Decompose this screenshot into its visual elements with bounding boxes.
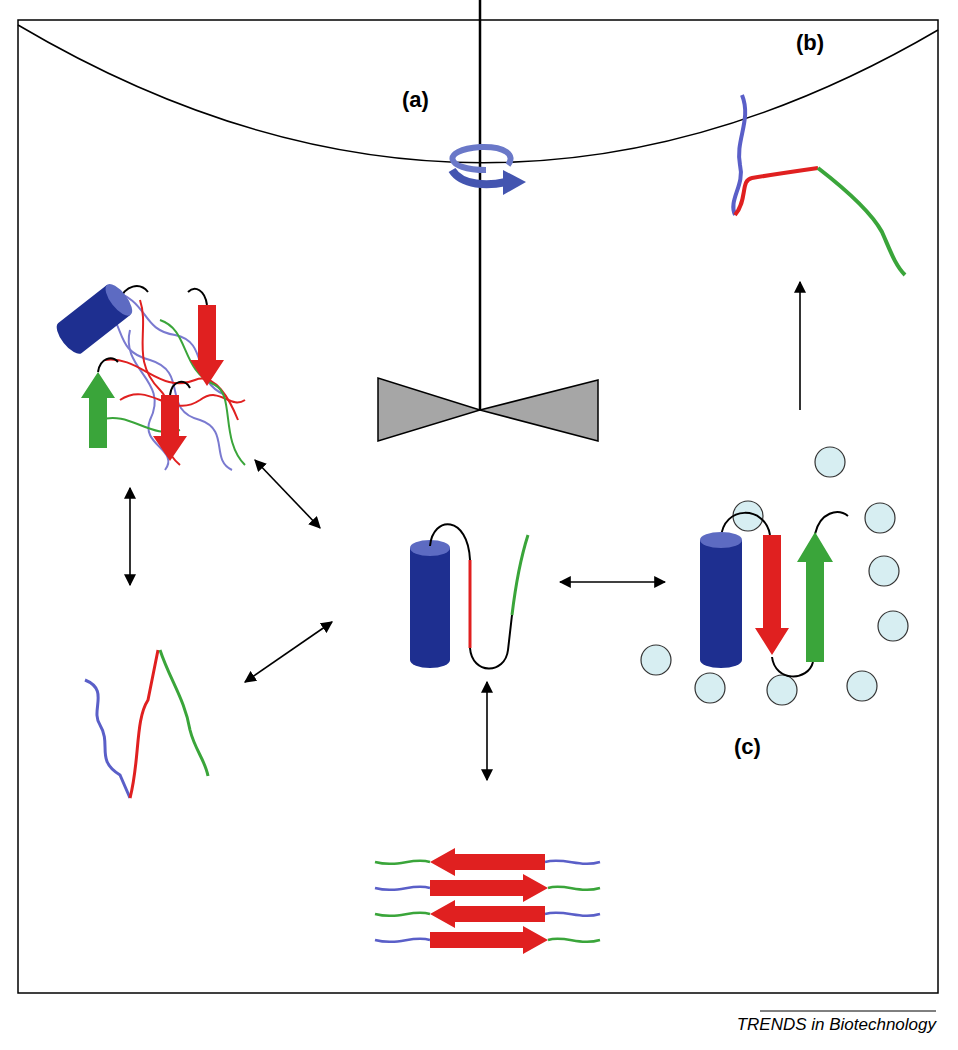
transition-arrows-part (799, 282, 801, 410)
amyloid-fibril-part (375, 887, 430, 890)
panel-letter: (a) (402, 87, 429, 112)
partially-folded-intermediate-part (469, 560, 472, 648)
chaperone-complex-part (869, 556, 899, 586)
liquid-surface (18, 25, 938, 163)
amyloid-fibril-part (430, 900, 545, 928)
impeller-part (378, 378, 480, 441)
aggregate-part (170, 382, 190, 395)
amyloid-fibril-part (430, 926, 548, 954)
aggregate-part (52, 280, 137, 358)
partially-folded-intermediate-part (430, 524, 470, 560)
aggregate-part-part (101, 280, 137, 320)
chaperone-complex-part (641, 645, 671, 675)
amyloid-fibril-part (548, 887, 600, 890)
unfolded-protein-b-part (818, 168, 905, 275)
unfolded-chain-part (160, 650, 208, 776)
rotation-arrow (452, 147, 526, 195)
aggregate-part (81, 372, 115, 448)
partially-folded-intermediate (410, 524, 528, 668)
amyloid-fibril-part (375, 939, 430, 942)
aggregate-part (190, 305, 224, 386)
chaperone-complex-part (815, 512, 848, 534)
amyloid-fibril-part (545, 861, 600, 864)
unfolded-chain-part (130, 650, 158, 798)
impeller-part (479, 0, 482, 410)
transition-arrows-part (245, 622, 332, 682)
chaperone-complex-part (865, 503, 895, 533)
unfolded-chain (85, 650, 208, 798)
rotation-arrow-part (452, 170, 506, 184)
amyloid-fibril-part (430, 848, 545, 876)
chaperone-complex-part (695, 673, 725, 703)
unfolded-protein-b (733, 95, 905, 275)
partially-folded-intermediate-part (470, 615, 512, 669)
partially-folded-intermediate-part (410, 548, 450, 668)
unfolded-chain-part (85, 680, 130, 798)
transition-arrows-part (560, 581, 665, 583)
amyloid-fibril-part (430, 874, 548, 902)
impeller-part (480, 380, 598, 441)
transition-arrows-part (255, 460, 320, 528)
aggregate-part (153, 395, 187, 461)
impeller (378, 0, 598, 441)
transition-arrows-part (129, 488, 131, 585)
vessel (18, 20, 938, 993)
panel-letter: (c) (734, 734, 761, 759)
chaperone-complex-part (755, 535, 789, 655)
rotation-arrow-part (503, 170, 526, 195)
chaperone-complex-part (767, 675, 797, 705)
transition-arrows-part (486, 682, 488, 780)
partially-folded-intermediate-part (512, 535, 528, 615)
rotation-arrow-part (452, 147, 510, 170)
aggregate (52, 280, 245, 470)
chaperone-complex-part (700, 532, 742, 548)
amyloid-fibril-part (545, 913, 600, 916)
aggregate-part (98, 358, 118, 372)
chaperone-complex-part (878, 611, 908, 641)
caption-rule (760, 1011, 936, 1012)
vessel-part (18, 20, 938, 993)
unfolded-protein-b-part (735, 168, 818, 215)
amyloid-fibril-part (548, 939, 600, 942)
amyloid-fibril (375, 848, 600, 954)
chaperone-complex-part (815, 447, 845, 477)
chaperone-complex (641, 447, 908, 705)
transition-arrows (130, 282, 800, 780)
journal-caption: TRENDS in Biotechnology (737, 1015, 936, 1035)
panel-letter: (b) (796, 30, 824, 55)
aggregate-part (188, 289, 207, 305)
chaperone-complex-part (797, 532, 833, 662)
chaperone-complex-part (847, 671, 877, 701)
amyloid-fibril-part (375, 861, 430, 864)
chaperone-complex-part (700, 540, 742, 668)
amyloid-fibril-part (375, 913, 430, 916)
